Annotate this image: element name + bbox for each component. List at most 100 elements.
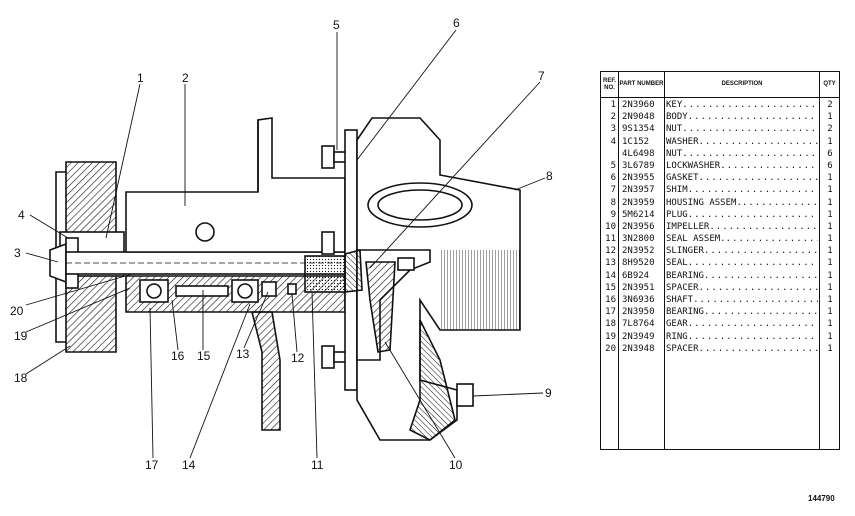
pump-cross-section-drawing: 1 2 3 4 5 6 7 8 9 10 11 12 13 14 15 16 1…: [10, 16, 553, 472]
callout-20: 20: [10, 304, 24, 318]
header-description: DESCRIPTION: [721, 81, 763, 87]
callout-10: 10: [449, 458, 463, 472]
table-row: 138H9520SEAL1: [601, 257, 839, 269]
qty-cell: 1: [827, 295, 833, 305]
part-number-cell: 8H9520: [622, 258, 655, 269]
impeller-part: [365, 261, 396, 353]
ref-cell: 13: [605, 258, 616, 269]
ref-cell: 17: [605, 307, 616, 318]
description-cell: BEARING: [666, 270, 818, 282]
ref-cell: 11: [605, 234, 616, 245]
table-row: 41C152WASHER1: [601, 136, 839, 148]
part-number-cell: 2N3950: [622, 307, 655, 318]
qty-cell: 1: [827, 343, 833, 354]
table-row: 72N3957SHIM1: [601, 184, 839, 196]
qty-cell: 1: [827, 234, 833, 245]
description-cell: BODY: [666, 111, 818, 123]
description-cell: NUT: [666, 123, 818, 135]
table-row: 11 3N2800 SEAL ASSEM. 1: [601, 233, 839, 245]
ref-cell: 16: [605, 295, 616, 305]
table-row: 12 2N3952 SLINGER 1: [601, 245, 839, 257]
figure-number: 144790: [808, 494, 835, 503]
table-row: 192N3949RING1: [601, 331, 839, 343]
qty-cell: 6: [827, 148, 833, 159]
callout-15: 15: [197, 349, 211, 363]
callout-12: 12: [291, 351, 305, 365]
part-number-cell: 2N3952: [622, 246, 655, 257]
qty-cell: 1: [827, 221, 833, 232]
part-number-cell: 6B924: [622, 270, 650, 281]
part-number-cell: 2N3951: [622, 282, 655, 293]
part-number-cell: 9S1354: [622, 124, 655, 135]
callout-1: 1: [137, 71, 144, 85]
ref-cell: 5: [610, 160, 616, 171]
header-qty: QTY: [823, 81, 836, 87]
description-cell: SHIM: [666, 184, 818, 196]
description-cell: KEY: [666, 99, 818, 111]
qty-cell: 2: [827, 100, 833, 110]
callout-9: 9: [545, 386, 552, 400]
qty-cell: 1: [827, 136, 833, 147]
pump-assembly: [49, 117, 521, 441]
qty-cell: 6: [827, 160, 833, 171]
part-number-cell: 7L8764: [622, 319, 655, 330]
table-row: 10 2N3956 IMPELLER 1: [601, 221, 839, 233]
table-row: 4L6498NUT6: [601, 148, 839, 160]
description-cell: GEAR: [666, 318, 818, 330]
description-cell: GASKET: [666, 172, 818, 184]
callout-8: 8: [546, 169, 553, 183]
table-row: 152N3951SPACER1: [601, 282, 839, 294]
description-cell: LOCKWASHER: [666, 160, 818, 172]
qty-cell: 1: [827, 112, 833, 123]
ref-cell: 9: [610, 209, 616, 220]
callout-13: 13: [236, 347, 250, 361]
qty-cell: 1: [827, 307, 833, 318]
description-cell: SLINGER: [666, 245, 818, 257]
qty-cell: 1: [827, 246, 833, 257]
ref-cell: 8: [610, 197, 616, 208]
table-row: 14 6B924 BEARING 1: [601, 270, 839, 282]
callout-labels: 1 2 3 4 5 6 7 8 9 10 11 12 13 14 15 16 1…: [10, 16, 553, 472]
ref-cell: 15: [605, 282, 616, 293]
table-header: REF. NO. PART NUMBER DESCRIPTION QTY: [601, 72, 839, 98]
table-row: 163N6936SHAFT1: [601, 294, 839, 306]
ref-cell: 12: [605, 246, 616, 257]
table-row: 62N3955GASKET1: [601, 172, 839, 184]
qty-cell: 1: [827, 270, 833, 281]
part-number-cell: 5M6214: [622, 209, 655, 220]
part-number-cell: 3N6936: [622, 295, 655, 305]
callout-2: 2: [182, 71, 189, 85]
ref-cell: 4: [610, 136, 616, 147]
ref-cell: 20: [605, 343, 616, 354]
ref-cell: 7: [610, 185, 616, 196]
description-cell: NUT: [666, 148, 818, 160]
table-row: 202N3948SPACER1: [601, 343, 839, 355]
callout-6: 6: [453, 16, 460, 30]
qty-cell: 1: [827, 258, 833, 269]
body-part: [125, 117, 346, 253]
ref-cell: 14: [605, 270, 616, 281]
ref-cell: 1: [610, 100, 616, 110]
description-cell: SEAL ASSEM.: [666, 233, 818, 245]
table-row: 172N3950BEARING1: [601, 306, 839, 318]
table-body: 12N3960KEY222N9048BODY139S1354NUT241C152…: [601, 99, 839, 355]
ref-cell: 10: [605, 221, 616, 232]
header-ref: REF. NO.: [602, 77, 616, 91]
part-number-cell: 2N3956: [622, 221, 655, 232]
qty-cell: 1: [827, 197, 833, 208]
callout-3: 3: [14, 246, 21, 260]
callout-5: 5: [333, 18, 340, 32]
ref-cell: 18: [605, 319, 616, 330]
qty-cell: 1: [827, 319, 833, 330]
table-row: 39S1354NUT2: [601, 123, 839, 135]
description-cell: PLUG: [666, 209, 818, 221]
part-number-cell: 3N2800: [622, 234, 655, 245]
callout-14: 14: [182, 458, 196, 472]
table-row: 18 7L8764 GEAR 1: [601, 318, 839, 330]
description-cell: IMPELLER: [666, 221, 818, 233]
qty-cell: 1: [827, 185, 833, 196]
callout-18: 18: [14, 371, 28, 385]
ref-cell: 3: [610, 124, 616, 135]
